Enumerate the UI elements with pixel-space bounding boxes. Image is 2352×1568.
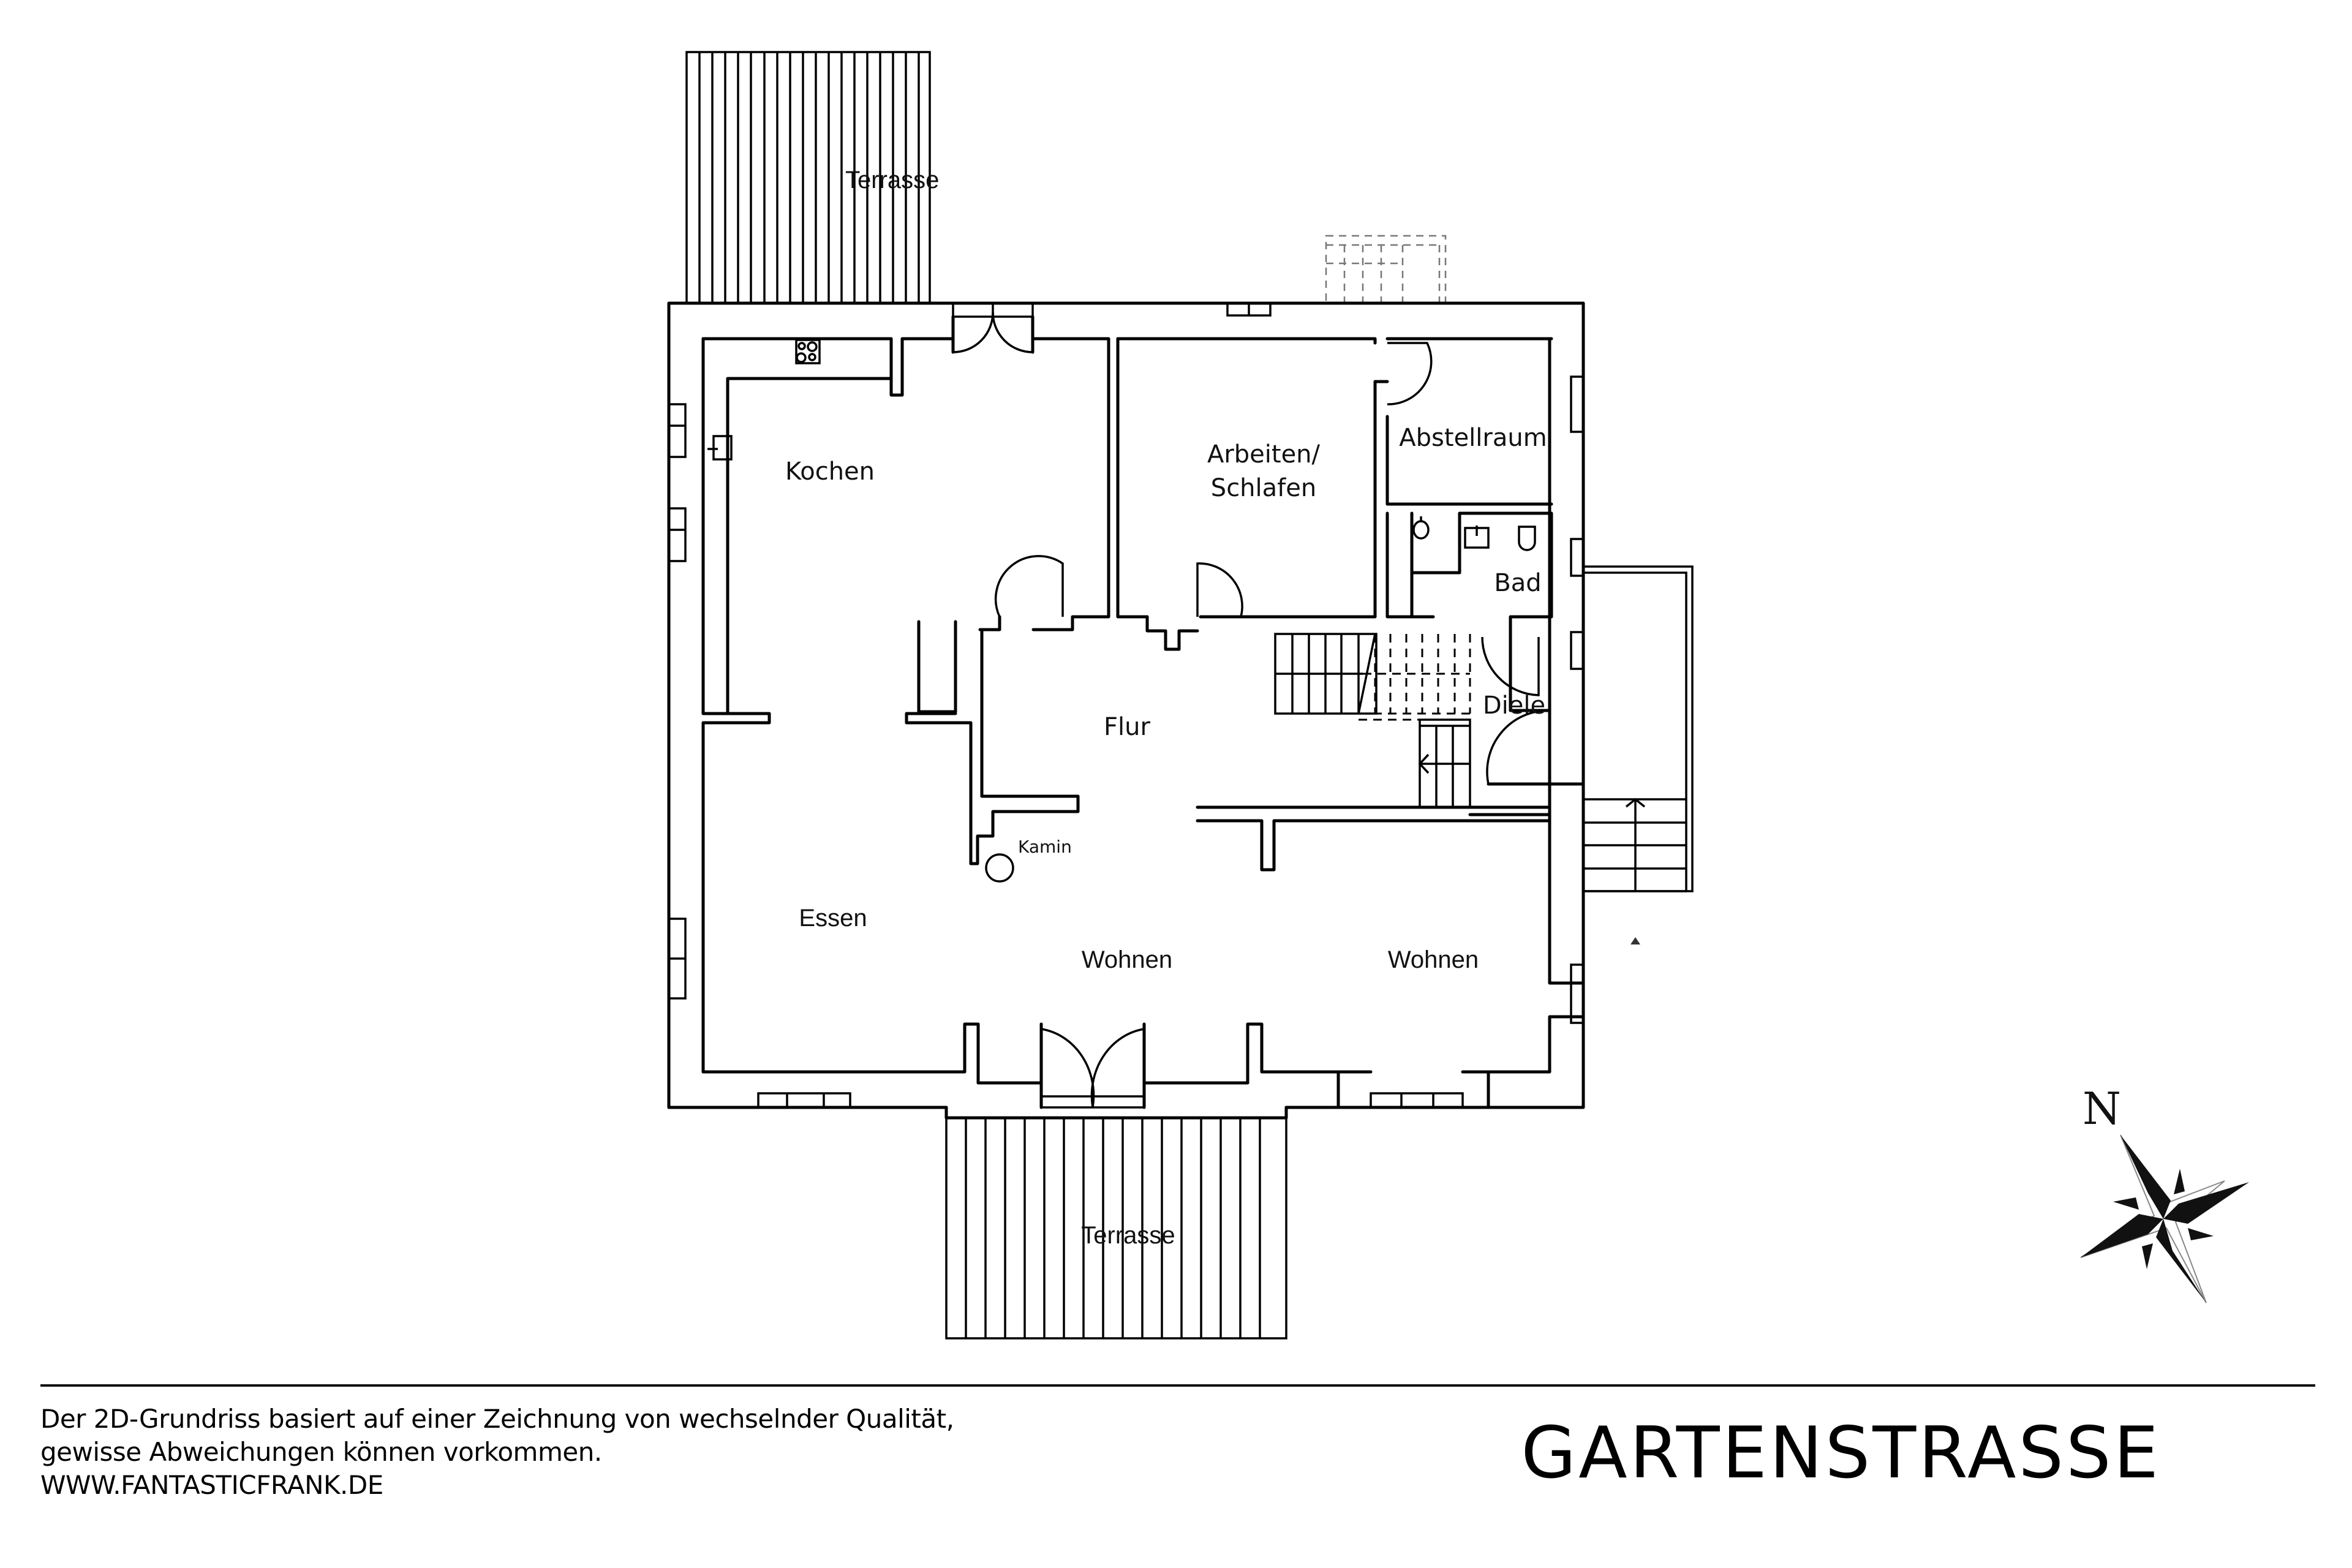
terrace-top: Terrasse <box>685 51 939 304</box>
room-label-wohnen-center: Wohnen <box>1082 946 1172 973</box>
room-label-diele: Diele <box>1483 692 1545 720</box>
room-label-kamin: Kamin <box>1018 837 1072 857</box>
property-title: GARTENSTRASSE <box>1521 1412 2161 1494</box>
staircase <box>1274 633 1471 809</box>
compass-star-icon <box>2080 1134 2249 1303</box>
room-labels: Kochen Arbeiten/ Schlafen Abstellraum Ba… <box>785 424 1547 1249</box>
north-label: N <box>2082 1083 2121 1134</box>
disclaimer-line-2: gewisse Abweichungen können vorkommen. <box>40 1437 602 1467</box>
kitchen-walls <box>701 337 1110 715</box>
dashed-structure-above <box>1325 235 1447 304</box>
windows <box>668 302 1585 1109</box>
disclaimer-line-1: Der 2D-Grundriss basiert auf einer Zeich… <box>40 1404 954 1434</box>
room-label-flur: Flur <box>1104 713 1150 741</box>
room-label-bad: Bad <box>1494 569 1541 597</box>
room-label-arbeiten: Arbeiten/ <box>1207 440 1321 469</box>
room-label-kochen: Kochen <box>785 458 875 486</box>
room-label-essen: Essen <box>799 905 867 932</box>
room-label-terrace-bottom: Terrasse <box>1081 1222 1175 1249</box>
room-label-schlafen: Schlafen <box>1211 474 1316 502</box>
bedroom-storage-bath-walls <box>1116 337 1553 696</box>
disclaimer: Der 2D-Grundriss basiert auf einer Zeich… <box>40 1403 954 1502</box>
compass-rose: N <box>2080 1083 2249 1303</box>
top-double-door <box>951 302 1035 354</box>
website-link[interactable]: WWW.FANTASTICFRANK.DE <box>40 1470 383 1500</box>
entrance-walls <box>1468 641 1585 985</box>
entrance-marker-icon <box>1630 937 1640 944</box>
footer-divider <box>40 1384 2315 1387</box>
exterior-steps <box>1582 565 1694 944</box>
terrace-bottom <box>944 1106 1288 1340</box>
room-label-terrace-top: Terrasse <box>845 167 939 194</box>
living-walls <box>701 1015 1585 1109</box>
room-label-wohnen-right: Wohnen <box>1388 946 1479 973</box>
room-label-abstellraum: Abstellraum <box>1399 424 1547 452</box>
